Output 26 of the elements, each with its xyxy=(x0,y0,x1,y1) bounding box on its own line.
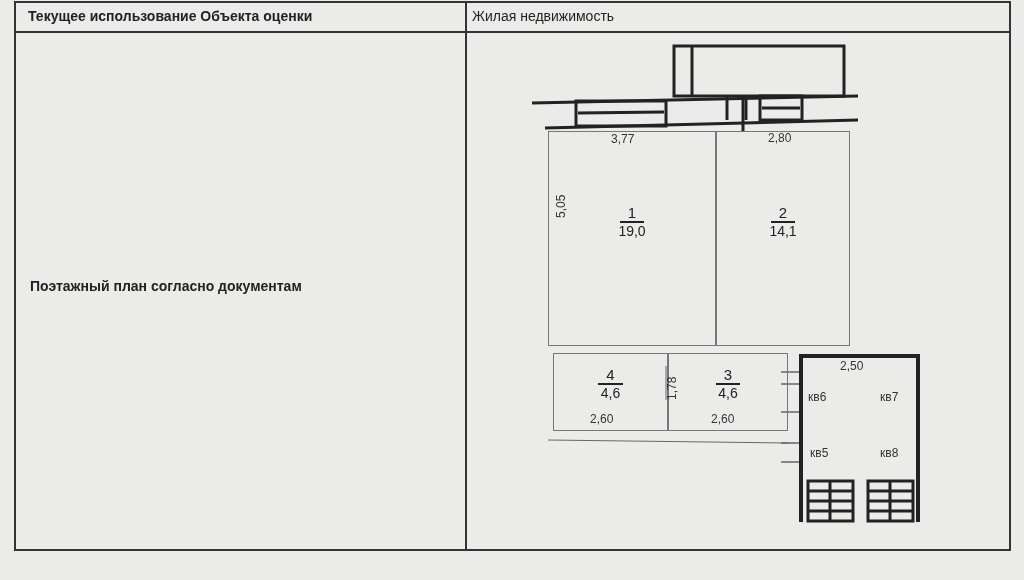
dimension-label: 1,78 xyxy=(665,376,679,400)
table-cell-text: Поэтажный план согласно документам xyxy=(30,278,302,294)
room-area: 4,6 xyxy=(718,385,738,401)
room-area: 4,6 xyxy=(600,385,621,401)
dimension-label: 3,77 xyxy=(611,132,635,146)
dimension-label: 2,80 xyxy=(768,131,792,145)
room-number: 3 xyxy=(715,367,741,385)
room-outline xyxy=(716,131,850,346)
apartment-label: кв5 xyxy=(810,446,829,460)
apartment-label: кв6 xyxy=(808,390,827,404)
apartment-label: кв8 xyxy=(880,446,899,460)
room-number: 4 xyxy=(598,367,623,385)
apartment-label: кв7 xyxy=(880,390,899,404)
dimension-label: 2,50 xyxy=(840,359,864,373)
room-number: 1 xyxy=(619,205,645,223)
room-area: 19,0 xyxy=(618,223,646,239)
room-outline xyxy=(668,353,788,431)
dimension-label: 5,05 xyxy=(554,194,568,218)
room-area: 14,1 xyxy=(769,223,797,239)
room-outline xyxy=(553,353,668,431)
table-cell-text: Жилая недвижимость xyxy=(472,8,615,24)
dimension-label: 2,60 xyxy=(711,412,735,426)
room-number: 2 xyxy=(770,205,796,223)
dimension-label: 2,60 xyxy=(590,412,614,426)
table-cell-text: Текущее использование Объекта оценки xyxy=(28,8,313,24)
room-outline xyxy=(548,131,716,346)
